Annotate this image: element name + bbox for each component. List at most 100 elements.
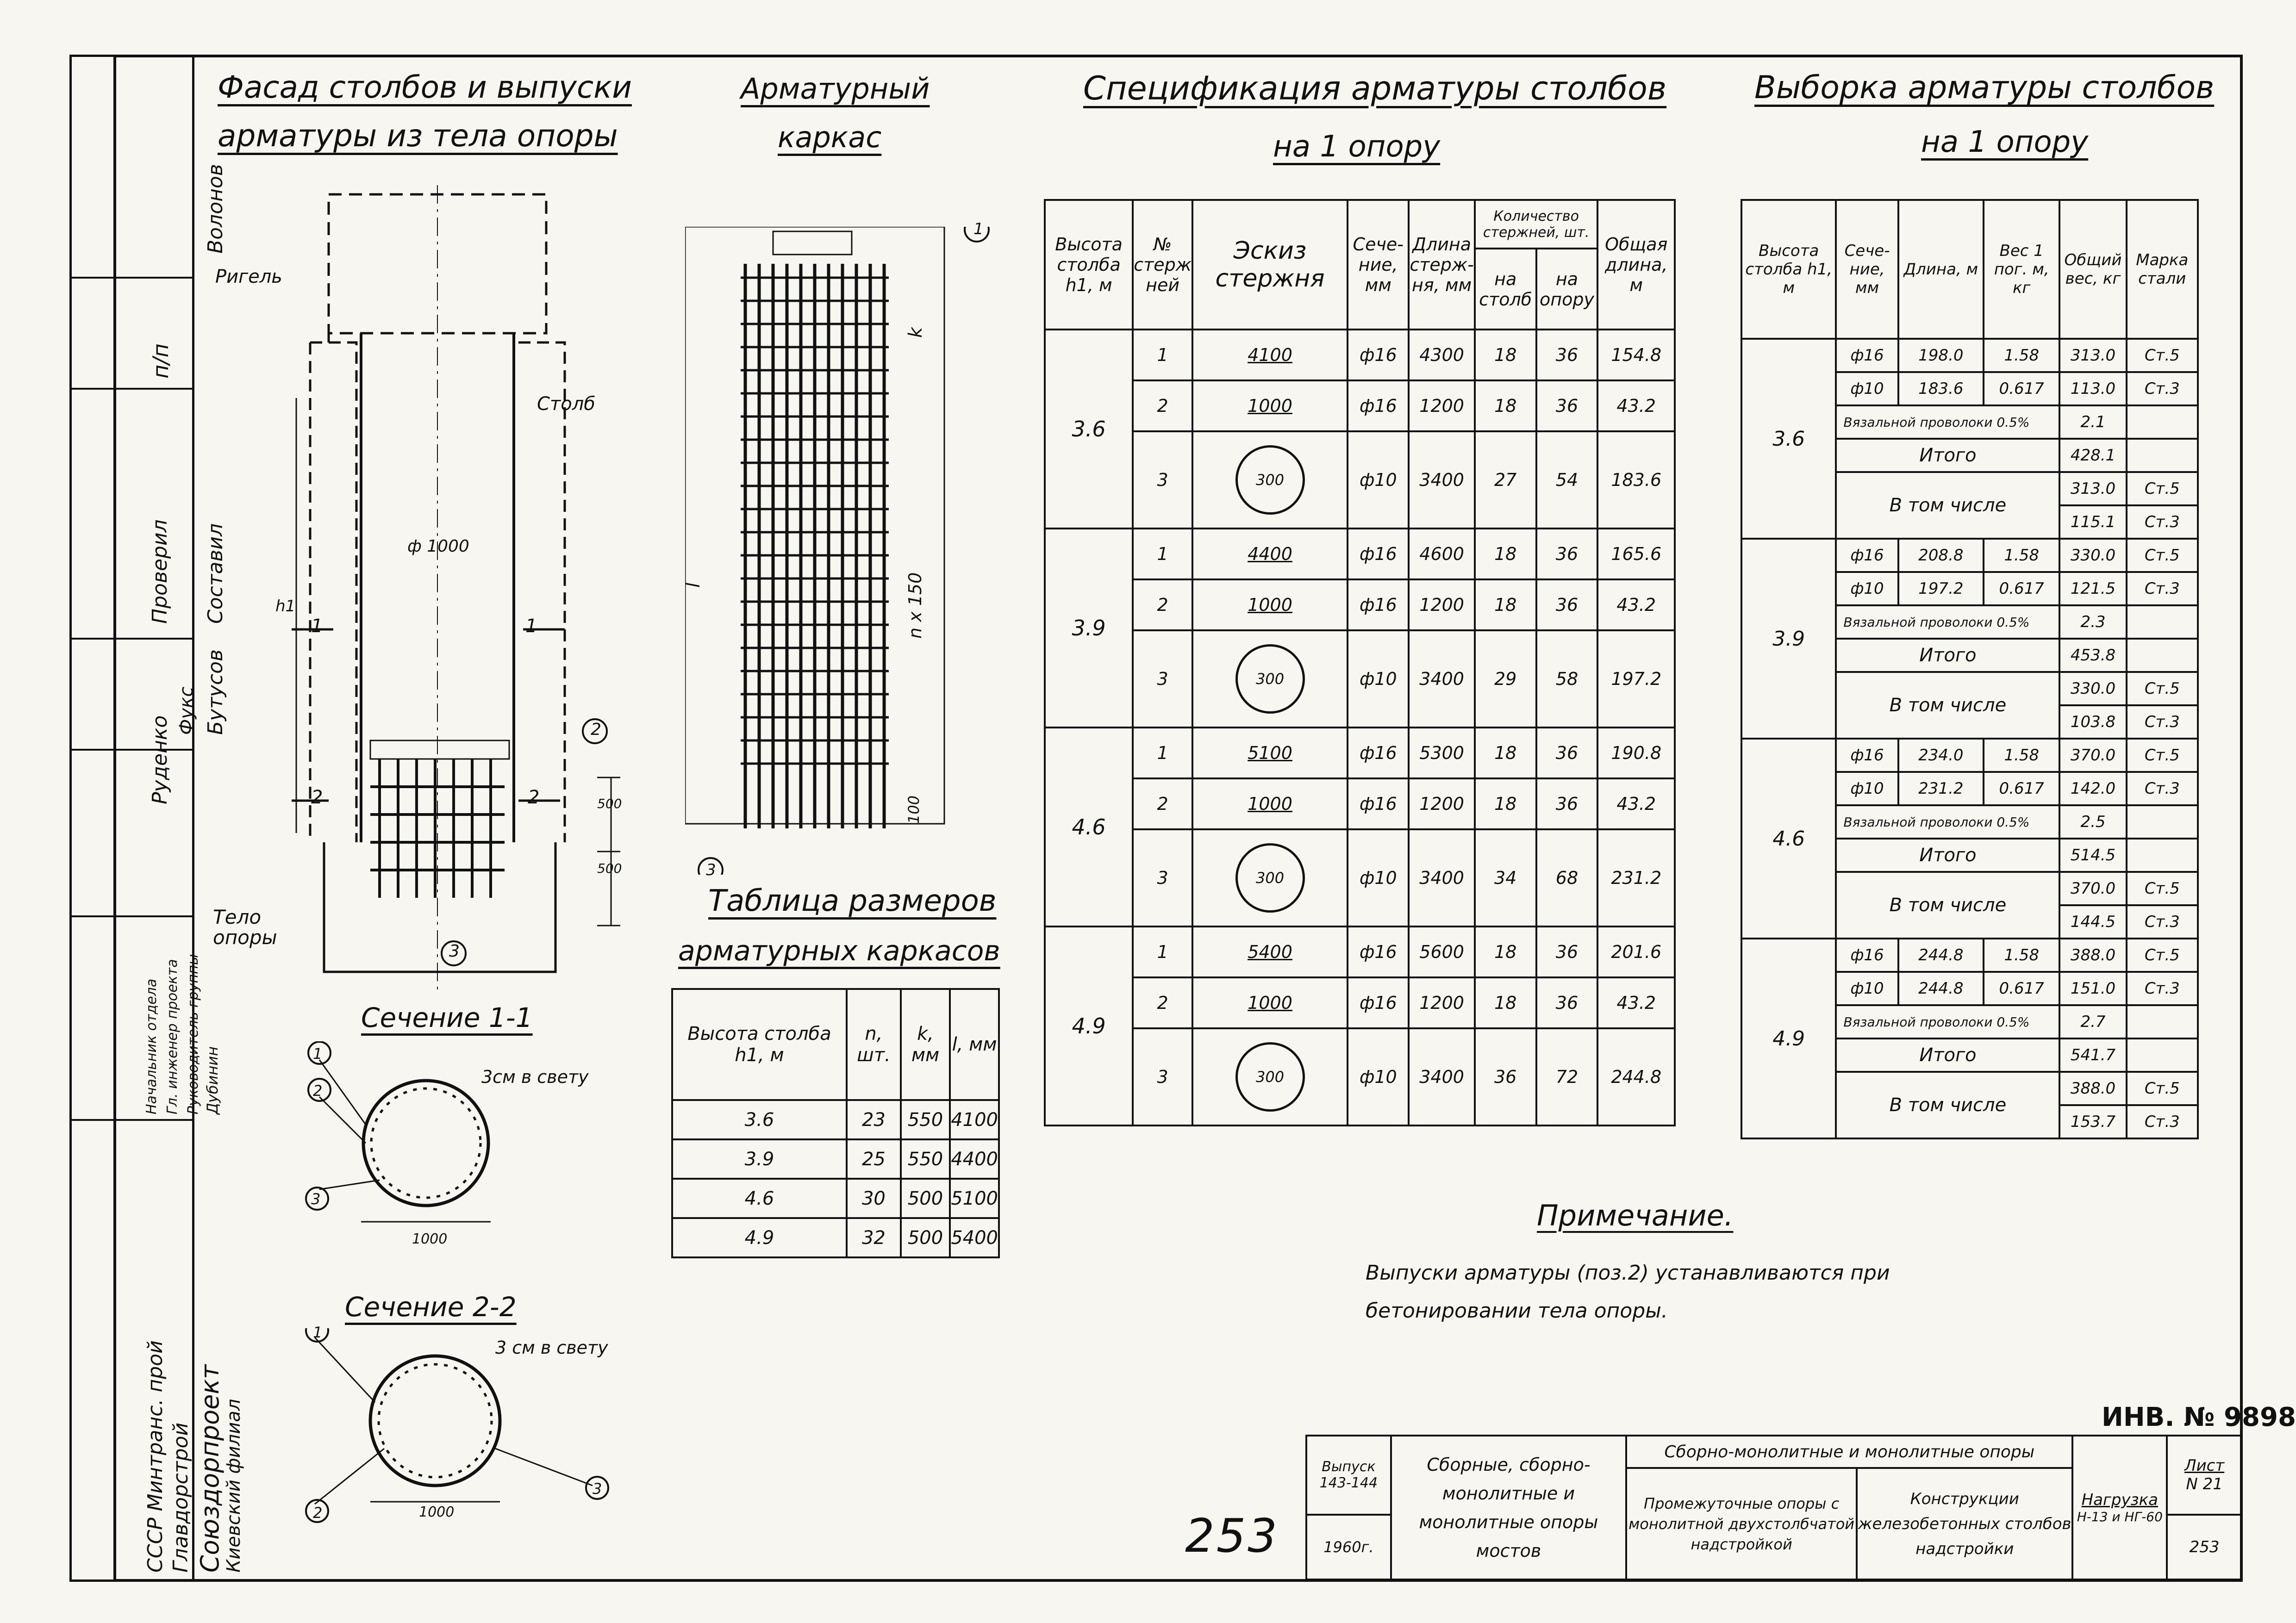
pos1-s11: 1: [313, 1045, 323, 1063]
pos-2-facade: 2: [591, 720, 601, 739]
cell: 3400: [1408, 430, 1476, 529]
sketch-straight: 5400: [1191, 926, 1349, 978]
cell: 2.5: [2059, 804, 2128, 839]
cell: 18: [1473, 976, 1537, 1029]
sketch-ring: 300: [1191, 430, 1349, 529]
ring-sketch: 300: [1235, 1042, 1305, 1112]
cage-title-2: каркас: [778, 120, 882, 154]
note-title: Примечание.: [1537, 1199, 1734, 1232]
cell: 388.0: [2059, 938, 2128, 973]
cell: 4.9: [671, 1217, 848, 1258]
issue-cell: Выпуск 143-144: [1305, 1435, 1392, 1516]
mark-2-right: 2: [528, 787, 540, 808]
cell: 1.58: [1983, 338, 2061, 373]
cell: 142.0: [2059, 771, 2128, 806]
section-22-title: Сечение 2-2: [345, 1291, 517, 1323]
spec-col-qty-col: на столб: [1473, 248, 1537, 330]
cell: 1200: [1408, 578, 1476, 631]
sketch-label: 300: [1256, 1068, 1285, 1086]
role-chief: Гл. инженер проекта: [164, 959, 181, 1114]
dim-col-l: l, мм: [949, 988, 1000, 1101]
total-label: Итого: [1835, 638, 2061, 673]
cell: 36: [1535, 528, 1599, 580]
cell: 244.8: [1597, 1027, 1676, 1126]
cell: 2: [1132, 777, 1193, 830]
cell: 4600: [1408, 528, 1476, 580]
cell: Ст.5: [2125, 538, 2199, 573]
cell: 0.617: [1983, 371, 2061, 406]
cell: 2: [1132, 379, 1193, 432]
sketch-label: 1000: [1248, 794, 1292, 814]
cell: 313.0: [2059, 471, 2128, 506]
cell: 453.8: [2059, 638, 2128, 673]
cell: Ст.3: [2125, 971, 2199, 1006]
sketch-straight: 1000: [1191, 379, 1349, 432]
sketch-straight: 1000: [1191, 578, 1349, 631]
mark-2-left: 2: [311, 787, 323, 808]
pos1-cage: 1: [973, 220, 984, 238]
role-group: Руководитель группы: [185, 954, 201, 1114]
ring-sketch: 300: [1235, 644, 1305, 714]
cell: ф16: [1347, 777, 1410, 830]
cell: ф16: [1347, 528, 1410, 580]
left-stamp-strip: Волонов п/п Проверил Составил Руденко Бу…: [69, 55, 244, 1582]
page-no-cell: 253: [2166, 1513, 2243, 1581]
cell: 370.0: [2059, 871, 2128, 906]
cell: 36: [1535, 727, 1599, 779]
wire-label: Вязальной проволоки 0.5%: [1835, 1004, 2061, 1039]
pos1-s22: 1: [313, 1324, 323, 1341]
cell: 3400: [1408, 1027, 1476, 1126]
inventory-number: ИНВ. № 9898: [2102, 1402, 2296, 1432]
cage-l-label: l: [683, 582, 704, 588]
cell: 36: [1535, 329, 1599, 381]
cell: 113.0: [2059, 371, 2128, 406]
cell: 183.6: [1897, 371, 1985, 406]
cell: [2125, 804, 2199, 839]
object-cell: Конструкции железобетонных столбов надст…: [1856, 1467, 2074, 1580]
sketch-straight: 1000: [1191, 777, 1349, 830]
cell: 23: [845, 1099, 902, 1140]
cage-drawing: [685, 227, 990, 875]
cell: 2.7: [2059, 1004, 2128, 1039]
cell: 4300: [1408, 329, 1476, 381]
cell: Ст.5: [2125, 671, 2199, 706]
sketch-ring: 300: [1191, 828, 1349, 927]
cell: Ст.5: [2125, 938, 2199, 973]
cell: 151.0: [2059, 971, 2128, 1006]
section-11-title: Сечение 1-1: [361, 1002, 533, 1033]
cell: 2: [1132, 578, 1193, 631]
cell: [2125, 404, 2199, 440]
cell: 514.5: [2059, 838, 2128, 873]
incl-label: В том числе: [1835, 1071, 2061, 1139]
cell: 428.1: [2059, 438, 2128, 473]
org-line-1: СССР Минтранс. прой: [144, 1340, 167, 1573]
cell: 18: [1473, 727, 1537, 779]
cell: ф10: [1835, 971, 1899, 1006]
cell: 244.8: [1897, 971, 1985, 1006]
sheet-number: 253: [1185, 1509, 1279, 1563]
wire-label: Вязальной проволоки 0.5%: [1835, 604, 2061, 640]
sel-col-weight: Общий вес, кг: [2059, 199, 2128, 340]
cell: ф10: [1835, 371, 1899, 406]
cell: 36: [1473, 1027, 1537, 1126]
cell: 18: [1473, 528, 1537, 580]
cell: 370.0: [2059, 738, 2128, 773]
cell: 500: [899, 1217, 951, 1258]
facade-drawing: [292, 185, 620, 990]
cage-n150-label: n x 150: [905, 572, 925, 639]
ring-sketch: 300: [1235, 445, 1305, 515]
cell: ф10: [1347, 430, 1410, 529]
cell: Ст.5: [2125, 338, 2199, 373]
table-row: Вязальной проволоки 0.5%2.7: [1741, 1004, 2199, 1039]
cell: ф16: [1835, 538, 1899, 573]
dim-col-height: Высота столба h1, м: [671, 988, 848, 1101]
